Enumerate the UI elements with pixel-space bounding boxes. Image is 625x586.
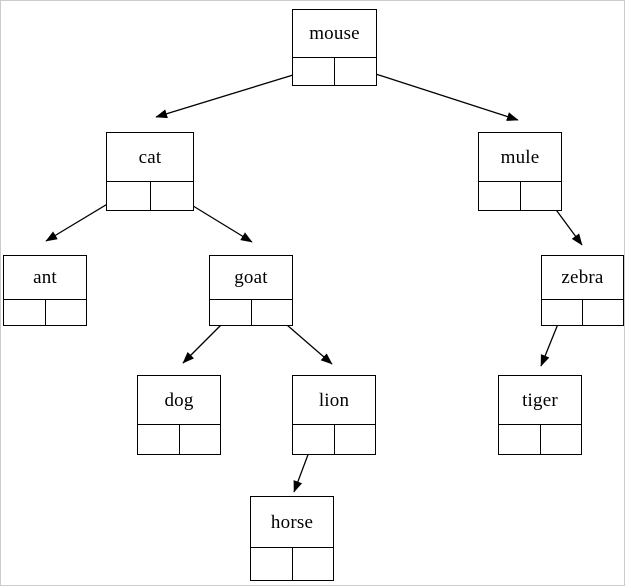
left-pointer-cell-zebra[interactable] xyxy=(542,300,583,325)
right-pointer-cell-mule[interactable] xyxy=(520,182,561,210)
tree-node-lion[interactable]: lion xyxy=(292,375,376,455)
node-pointers-mouse xyxy=(293,58,376,85)
node-pointers-tiger xyxy=(499,425,581,454)
right-pointer-cell-tiger[interactable] xyxy=(540,425,581,454)
right-pointer-cell-cat[interactable] xyxy=(150,182,193,210)
right-pointer-cell-dog[interactable] xyxy=(179,425,220,454)
node-label-mule: mule xyxy=(479,133,561,182)
right-pointer-cell-ant[interactable] xyxy=(45,300,86,325)
node-label-horse: horse xyxy=(251,497,333,548)
node-label-mouse: mouse xyxy=(293,10,376,58)
left-pointer-cell-lion[interactable] xyxy=(293,425,335,454)
node-pointers-cat xyxy=(107,182,193,210)
node-pointers-lion xyxy=(293,425,375,454)
node-label-tiger: tiger xyxy=(499,376,581,425)
left-pointer-cell-horse[interactable] xyxy=(251,548,293,580)
node-pointers-horse xyxy=(251,548,333,580)
tree-node-cat[interactable]: cat xyxy=(106,132,194,211)
tree-node-mule[interactable]: mule xyxy=(478,132,562,211)
node-pointers-goat xyxy=(210,300,292,325)
node-label-dog: dog xyxy=(138,376,220,425)
left-pointer-cell-dog[interactable] xyxy=(138,425,180,454)
node-label-lion: lion xyxy=(293,376,375,425)
left-pointer-cell-cat[interactable] xyxy=(107,182,151,210)
node-pointers-mule xyxy=(479,182,561,210)
node-label-cat: cat xyxy=(107,133,193,182)
tree-node-dog[interactable]: dog xyxy=(137,375,221,455)
right-pointer-cell-goat[interactable] xyxy=(251,300,292,325)
left-pointer-cell-goat[interactable] xyxy=(210,300,252,325)
left-pointer-cell-ant[interactable] xyxy=(4,300,46,325)
right-pointer-cell-mouse[interactable] xyxy=(335,58,376,85)
node-label-zebra: zebra xyxy=(542,256,623,300)
right-pointer-cell-zebra[interactable] xyxy=(583,300,623,325)
node-pointers-ant xyxy=(4,300,86,325)
tree-node-ant[interactable]: ant xyxy=(3,255,87,326)
tree-node-goat[interactable]: goat xyxy=(209,255,293,326)
tree-node-zebra[interactable]: zebra xyxy=(541,255,624,326)
tree-edge-mouse-mule xyxy=(353,66,519,121)
right-pointer-cell-horse[interactable] xyxy=(292,548,333,580)
tree-node-tiger[interactable]: tiger xyxy=(498,375,582,455)
right-pointer-cell-lion[interactable] xyxy=(334,425,375,454)
left-pointer-cell-mouse[interactable] xyxy=(293,58,335,85)
node-label-ant: ant xyxy=(4,256,86,300)
node-pointers-dog xyxy=(138,425,220,454)
left-pointer-cell-tiger[interactable] xyxy=(499,425,541,454)
node-pointers-zebra xyxy=(542,300,623,325)
tree-node-horse[interactable]: horse xyxy=(250,496,334,581)
node-label-goat: goat xyxy=(210,256,292,300)
left-pointer-cell-mule[interactable] xyxy=(479,182,521,210)
tree-node-mouse[interactable]: mouse xyxy=(292,9,377,86)
